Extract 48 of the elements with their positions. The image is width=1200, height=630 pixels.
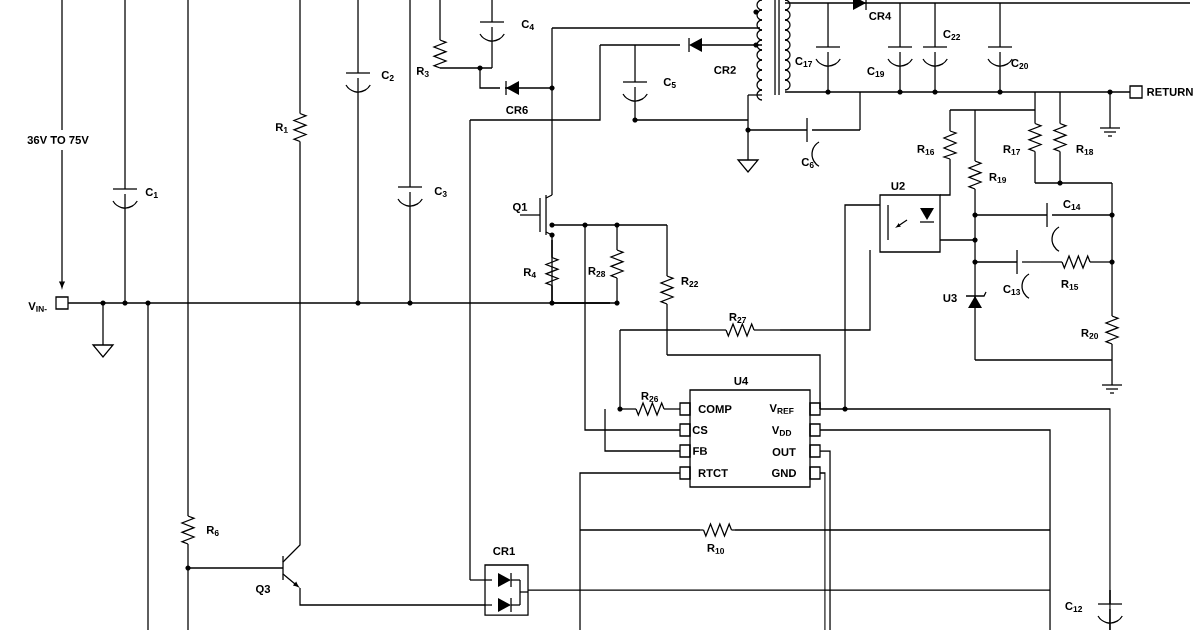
component-label: CR2 (714, 66, 736, 74)
component-label: R$_{28}$ (588, 267, 606, 277)
component-label: C$_{5}$ (663, 78, 676, 88)
component-label: R$_{27}$ (729, 313, 747, 323)
component-label: U3 (943, 294, 957, 302)
component-label: CR6 (506, 106, 528, 114)
component-label: C$_{6}$ (801, 158, 814, 168)
component-label: R$_{10}$ (707, 544, 725, 554)
component-label: R$_{20}$ (1081, 329, 1099, 339)
component-label: C$_{17}$ (795, 57, 813, 67)
component-label: Q3 (255, 585, 271, 596)
terminal-label: RETURN (1147, 88, 1193, 96)
component-label: R$_{1}$ (276, 123, 288, 133)
component-label: CR4 (869, 12, 892, 20)
component-label: C$_{4}$ (521, 20, 535, 30)
component-label: R$_{17}$ (1003, 145, 1021, 155)
component-label: C$_{13}$ (1003, 285, 1021, 295)
component-label: R$_{4}$ (524, 268, 537, 278)
pin-label: COMP (698, 405, 732, 413)
component-label: R$_{6}$ (207, 526, 219, 536)
pin-label: V$_{REF}$ (769, 404, 794, 414)
component-label: U2 (891, 182, 905, 190)
component-label: R$_{16}$ (917, 145, 935, 155)
terminal-label: V$_{IN-}$ (28, 302, 47, 312)
component-label: R$_{22}$ (681, 277, 699, 287)
component-label: C$_{2}$ (381, 71, 394, 81)
pin-label: RTCT (698, 469, 728, 477)
pin-label: V$_{DD}$ (771, 426, 792, 436)
pin-label: OUT (772, 448, 796, 456)
component-label: Q1 (512, 202, 528, 214)
component-label: C$_{12}$ (1065, 602, 1083, 612)
component-label: C$_{14}$ (1063, 200, 1081, 210)
component-label: C$_{3}$ (434, 187, 447, 197)
component-label: C$_{19}$ (867, 67, 885, 77)
component-label: R$_{15}$ (1061, 280, 1079, 290)
component-label: CR1 (493, 547, 515, 555)
component-label: R$_{19}$ (989, 173, 1007, 183)
component-label: U4 (734, 377, 749, 385)
component-label: R$_{18}$ (1076, 145, 1094, 155)
component-label: 36V TO 75V (27, 136, 89, 144)
pin-label: FB (693, 447, 707, 455)
component-label: R$_{26}$ (641, 392, 659, 402)
pin-label: GND (772, 469, 797, 477)
component-label: R$_{3}$ (417, 67, 429, 77)
component-label: C$_{20}$ (1011, 59, 1029, 69)
component-label: C$_{22}$ (943, 30, 961, 40)
pin-label: CS (692, 426, 708, 434)
component-label: C$_{1}$ (145, 188, 158, 198)
